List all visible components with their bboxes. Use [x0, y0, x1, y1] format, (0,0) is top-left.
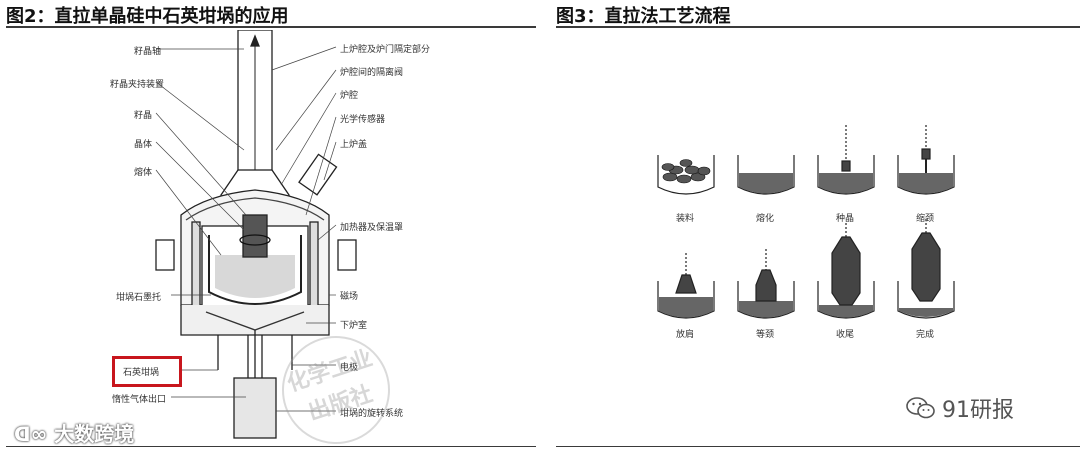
step-label-5: 放肩 — [676, 330, 695, 340]
label-isolation-valve: 炉腔间的隔离阀 — [340, 68, 404, 78]
quartz-crucible-highlight — [112, 356, 182, 387]
step-loading-crucible — [657, 155, 715, 195]
figure-3-title: 图3：直拉法工艺流程 — [556, 6, 731, 27]
label-seed-holder: 籽晶夹持装置 — [110, 80, 165, 90]
figure-2-title: 图2：直拉单晶硅中石英坩埚的应用 — [6, 6, 289, 27]
right-figure-panel: 图3：直拉法工艺流程 — [556, 0, 1080, 453]
step-finished-crucible — [897, 281, 955, 319]
step-necking-crucible — [897, 155, 955, 195]
step-label-3: 种晶 — [836, 214, 855, 224]
wechat-watermark: 91研报 — [906, 392, 1014, 424]
label-quartz-crucible: 石英坩埚 — [123, 368, 160, 378]
bottom-rule — [556, 446, 1080, 447]
bottom-rule — [6, 446, 536, 447]
label-graphite-holder: 坩埚石墨托 — [116, 293, 162, 303]
label-melt: 熔体 — [134, 168, 153, 178]
label-seed-shaft: 籽晶轴 — [134, 47, 162, 57]
label-crystal: 晶体 — [134, 140, 153, 150]
label-lower-chamber: 下炉室 — [340, 321, 368, 331]
step-shouldering-crucible — [657, 281, 715, 319]
label-upper-lid: 上炉盖 — [340, 140, 368, 150]
czochralski-furnace-diagram — [155, 30, 357, 439]
label-furnace-chamber: 炉腔 — [340, 91, 359, 101]
step-seeding-crucible — [817, 155, 875, 195]
wechat-icon — [906, 397, 935, 419]
logo-icon: ᗡ∞ — [14, 422, 48, 446]
label-rotation-system: 坩埚的旋转系统 — [340, 409, 404, 419]
label-electrode: 电极 — [340, 363, 359, 373]
label-seed: 籽晶 — [134, 111, 153, 121]
label-magnetic-field: 磁场 — [340, 292, 359, 302]
label-heater-insulation: 加热器及保温罩 — [340, 223, 404, 233]
wechat-text: 91研报 — [942, 398, 1014, 423]
label-upper-chamber: 上炉腔及炉门隔定部分 — [340, 45, 431, 55]
step-label-7: 收尾 — [836, 330, 855, 340]
label-gas-outlet: 惰性气体出口 — [112, 395, 167, 405]
step-label-8: 完成 — [916, 330, 935, 340]
step-label-1: 装料 — [676, 214, 695, 224]
step-melting-crucible — [737, 155, 795, 195]
title-rule — [6, 26, 536, 28]
left-figure-panel: 图2：直拉单晶硅中石英坩埚的应用 — [6, 0, 536, 458]
step-label-6: 等颈 — [756, 330, 775, 340]
label-optical-sensor: 光学传感器 — [340, 115, 386, 125]
logo-text: 大数跨境 — [54, 422, 135, 446]
step-body-crucible — [737, 281, 795, 319]
process-flow-diagram — [657, 125, 955, 319]
logo-watermark: ᗡ∞ 大数跨境 — [14, 418, 134, 447]
step-tailing-crucible — [817, 281, 875, 319]
step-label-4: 缩颈 — [916, 214, 935, 224]
step-label-2: 熔化 — [756, 214, 775, 224]
title-rule — [556, 26, 1080, 28]
